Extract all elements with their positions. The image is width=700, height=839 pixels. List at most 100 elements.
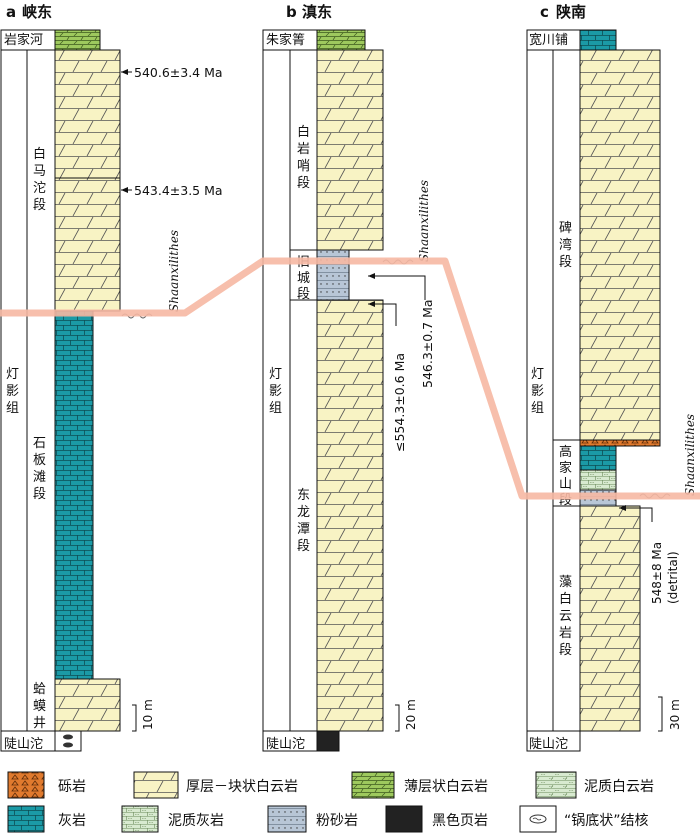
section-a-member1-c1: 白 xyxy=(33,146,46,162)
section-a: a 峡东 岩家河 陡山沱 白 马 沱 段 石 板 滩 段 蛤 蟆 井 xyxy=(0,3,223,752)
section-a-group-c2: 影 xyxy=(6,384,19,399)
section-a-bottom-unit: 陡山沱 xyxy=(4,736,43,752)
legend-swatch-siltstone xyxy=(267,805,307,833)
section-a-member3-c2: 蟆 xyxy=(33,699,46,714)
section-a-title: 峡东 xyxy=(22,3,52,21)
section-b-letter: b xyxy=(286,3,297,21)
section-b: b 滇东 朱家箐 陡山沱 白 岩 哨 段 旧 城 段 东 龙 潭 段 灯 影 组 xyxy=(262,3,435,752)
legend-swatch-pot-nodule xyxy=(519,805,557,833)
section-a-member2-c1: 石 xyxy=(33,436,46,451)
section-b-baiyanshao-dolomite xyxy=(316,49,384,251)
section-c-bottom-unit: 陡山沱 xyxy=(529,736,568,752)
shaanxilithes-correlation-line xyxy=(0,257,700,500)
section-a-member3-c3: 井 xyxy=(33,716,46,731)
nodule-icon xyxy=(63,742,73,748)
nodule-icon xyxy=(63,734,73,740)
section-c-member3-c4: 岩 xyxy=(559,626,572,641)
legend-swatch-conglomerate xyxy=(7,771,45,799)
section-a-thin-dolomite xyxy=(54,29,101,51)
section-a-member1-c2: 马 xyxy=(33,164,46,179)
section-a-frame xyxy=(0,29,56,752)
section-c-member3-c5: 段 xyxy=(559,643,572,658)
section-c-fossil-label: Shaanxilithes xyxy=(683,414,697,496)
section-c-member1-c2: 湾 xyxy=(559,237,572,253)
section-b-scale: 20 m xyxy=(404,699,418,730)
section-c-member3-c3: 云 xyxy=(559,609,572,624)
legend-label-argillaceous-dolomite: 泥质白云岩 xyxy=(584,779,654,795)
section-c-beiwan-dolomite xyxy=(579,49,661,441)
section-c-member3-c2: 白 xyxy=(559,591,572,607)
section-b-thin-dolomite xyxy=(316,29,366,51)
nodule-icon xyxy=(529,814,547,824)
section-c-argillaceous-limestone xyxy=(579,469,617,491)
section-c-algal-dolomite xyxy=(579,505,641,732)
section-c: c 陕南 宽川铺 陡山沱 碑 湾 段 高 家 山 段 藻 白 云 岩 段 xyxy=(526,3,697,752)
section-b-donglongtan-dolomite xyxy=(316,299,384,732)
section-a-member1-c3: 沱 xyxy=(33,180,46,196)
section-c-top-unit: 宽川铺 xyxy=(529,32,568,48)
section-b-age-1: ≤554.3±0.6 Ma xyxy=(392,353,407,452)
legend-swatch-dolomite xyxy=(133,771,179,799)
section-b-black-shale xyxy=(316,730,340,752)
section-c-member2-c3: 山 xyxy=(559,477,572,492)
legend-label-black-shale: 黑色页岩 xyxy=(432,812,488,829)
legend-label-limestone: 灰岩 xyxy=(58,813,86,829)
legend-swatch-argillaceous-dolomite xyxy=(535,771,577,799)
legend-label-dolomite: 厚层－块状白云岩 xyxy=(186,779,298,795)
section-b-top-unit: 朱家箐 xyxy=(266,32,305,48)
section-c-member3-c1: 藻 xyxy=(559,575,572,590)
section-a-member2-c4: 段 xyxy=(33,487,46,502)
section-c-member2-c1: 高 xyxy=(559,444,572,460)
section-a-member2-c2: 板 xyxy=(33,453,46,468)
section-a-hamajing-dolomite xyxy=(54,678,121,732)
section-a-letter: a xyxy=(6,3,16,21)
section-a-scale: 10 m xyxy=(141,699,155,730)
section-a-age-2: 543.4±3.5 Ma xyxy=(134,183,223,198)
section-b-member2-c2: 城 xyxy=(297,271,310,286)
section-c-age-2: (detrital) xyxy=(666,551,680,604)
legend-swatch-argillaceous-limestone xyxy=(121,805,159,833)
section-a-group-c1: 灯 xyxy=(6,367,19,382)
section-c-scale: 30 m xyxy=(668,699,682,730)
section-c-conglomerate xyxy=(579,439,661,447)
section-c-title: 陕南 xyxy=(556,3,586,21)
section-a-fossil-label: Shaanxilithes xyxy=(167,230,181,312)
section-a-member2-c3: 滩 xyxy=(33,470,46,485)
section-a-shibantan-limestone xyxy=(54,310,94,680)
section-b-member1-c2: 岩 xyxy=(297,142,310,157)
section-b-member1-c4: 段 xyxy=(297,176,310,191)
section-c-limestone-top xyxy=(579,29,617,51)
section-b-bottom-unit: 陡山沱 xyxy=(266,736,305,752)
legend-swatch-black-shale xyxy=(385,805,423,833)
section-a-member3-c1: 蛤 xyxy=(33,682,46,697)
section-c-member1-c3: 段 xyxy=(559,255,572,270)
section-a-group-c3: 组 xyxy=(6,401,19,416)
section-b-title: 滇东 xyxy=(302,3,332,21)
section-a-top-unit: 岩家河 xyxy=(4,32,43,48)
section-c-age-1: 548±8 Ma xyxy=(650,542,664,604)
legend-label-thin-dolomite: 薄层状白云岩 xyxy=(404,779,488,795)
legend: 砾岩 厚层－块状白云岩 薄层状白云岩 泥质白云岩 灰岩 泥质灰岩 粉砂岩 黑色页… xyxy=(0,758,700,833)
section-a-age-1: 540.6±3.4 Ma xyxy=(134,65,223,80)
legend-label-pot-nodule: “锅底状”结核 xyxy=(564,813,649,829)
section-b-member3-c1: 东 xyxy=(297,488,310,503)
section-c-gaojiashan-limestone xyxy=(579,445,617,471)
section-b-member3-c4: 段 xyxy=(297,539,310,554)
section-b-member1-c3: 哨 xyxy=(297,159,310,174)
legend-swatch-thin-dolomite xyxy=(351,771,395,799)
section-b-fossil-label: Shaanxilithes xyxy=(417,180,431,262)
legend-label-argillaceous-limestone: 泥质灰岩 xyxy=(168,813,224,829)
legend-label-siltstone: 粉砂岩 xyxy=(316,813,358,829)
section-c-group-c1: 灯 xyxy=(531,367,544,382)
section-c-group-c2: 影 xyxy=(531,384,544,399)
section-a-member1-c4: 段 xyxy=(33,198,46,213)
section-b-group-c1: 灯 xyxy=(269,367,282,382)
section-b-group-c2: 影 xyxy=(269,384,282,399)
section-c-member1-c1: 碑 xyxy=(559,220,572,236)
section-c-member2-c2: 家 xyxy=(559,460,572,476)
section-b-age-2: 546.3±0.7 Ma xyxy=(420,299,435,388)
section-b-group-c3: 组 xyxy=(269,401,282,416)
section-a-baimatuo-dolomite xyxy=(54,49,121,312)
section-c-letter: c xyxy=(540,3,549,21)
section-b-member3-c3: 潭 xyxy=(297,522,310,537)
